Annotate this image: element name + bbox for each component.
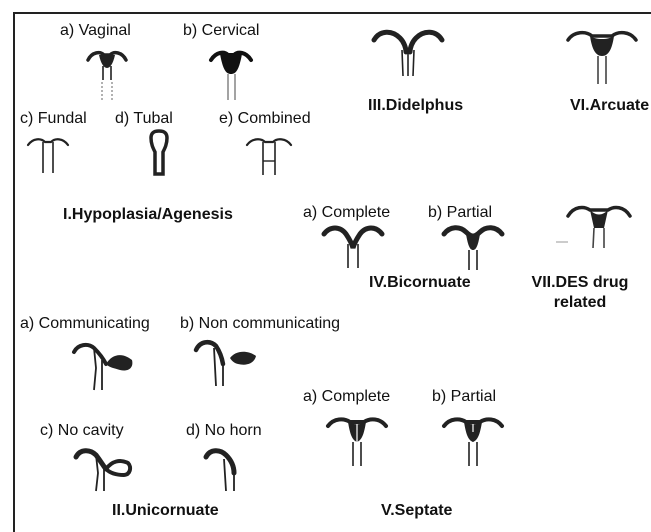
uterus-cervical-agenesis — [206, 46, 256, 102]
class-V-title: V.Septate — [381, 501, 452, 521]
class-VII-title-line2: related — [554, 294, 606, 311]
label-tubal: d) Tubal — [115, 111, 173, 127]
label-combined: e) Combined — [219, 111, 311, 127]
label-bicornuate-complete: a) Complete — [303, 205, 390, 221]
uterus-didelphus — [370, 26, 446, 78]
uterus-unicornuate-no-cavity — [70, 445, 138, 495]
label-no-cavity: c) No cavity — [40, 423, 124, 439]
class-I-title: I.Hypoplasia/Agenesis — [63, 205, 233, 225]
uterus-tubal-agenesis — [141, 128, 177, 178]
uterus-arcuate — [564, 26, 640, 86]
class-III-title: III.Didelphus — [368, 96, 463, 116]
uterus-combined-agenesis — [242, 133, 296, 177]
uterus-bicornuate-partial — [440, 222, 506, 272]
label-bicornuate-partial: b) Partial — [428, 205, 492, 221]
uterus-vaginal-agenesis — [82, 46, 132, 102]
class-VI-title: VI.Arcuate — [570, 96, 649, 116]
label-cervical: b) Cervical — [183, 23, 259, 39]
label-septate-partial: b) Partial — [432, 389, 496, 405]
label-communicating: a) Communicating — [20, 316, 150, 332]
label-no-horn: d) No horn — [186, 423, 262, 439]
class-IV-title: IV.Bicornuate — [369, 273, 471, 293]
label-septate-complete: a) Complete — [303, 389, 390, 405]
class-VII-title: VII.DES drug related — [525, 273, 635, 313]
uterus-unicornuate-no-horn — [200, 445, 248, 495]
uterus-des-related — [564, 200, 634, 250]
uterus-unicornuate-non-communicating — [190, 336, 262, 390]
uterus-bicornuate-complete — [320, 222, 386, 270]
label-fundal: c) Fundal — [20, 111, 87, 127]
class-II-title: II.Unicornuate — [112, 501, 219, 521]
label-non-communicating: b) Non communicating — [180, 316, 340, 332]
uterus-fundal-agenesis — [23, 133, 73, 175]
uterus-septate-partial — [440, 412, 506, 468]
label-vaginal: a) Vaginal — [60, 23, 131, 39]
uterus-septate-complete — [324, 412, 390, 468]
uterus-unicornuate-communicating — [68, 338, 138, 394]
class-VII-title-line1: VII.DES drug — [532, 274, 629, 291]
